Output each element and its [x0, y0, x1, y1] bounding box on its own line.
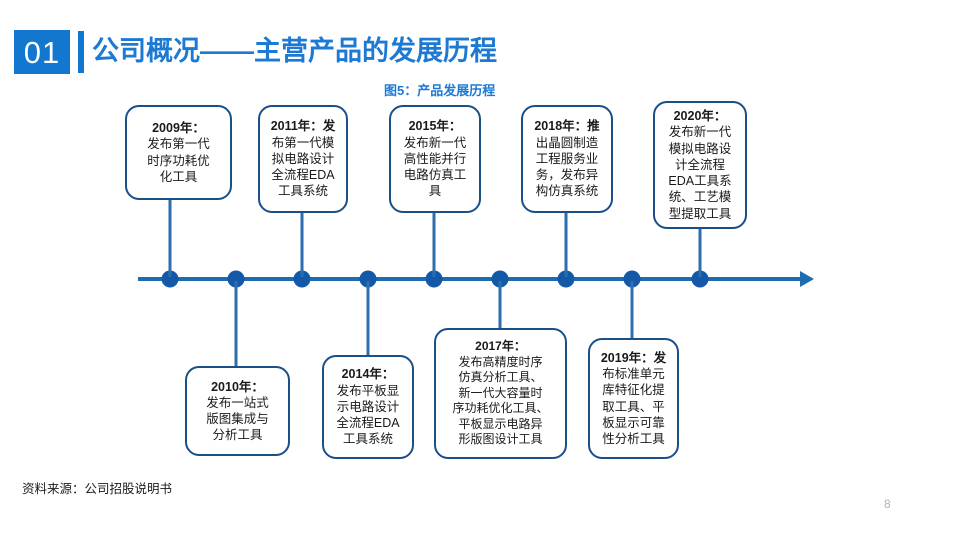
event-box-2018[interactable]: 2018年：推 出晶圆制造 工程服务业 务，发布异 构仿真系统 — [521, 105, 613, 213]
timeline-dot — [557, 270, 575, 288]
connector-2014 — [366, 281, 370, 355]
event-body-2010: 发布一站式 版图集成与 分析工具 — [206, 395, 269, 443]
timeline-dot — [691, 270, 709, 288]
event-body-2020: 发布新一代 模拟电路设 计全流程 EDA工具系 统、工艺模 型提取工具 — [668, 125, 732, 221]
event-body-2015: 发布新一代 高性能并行 电路仿真工 具 — [403, 135, 467, 199]
event-box-2015[interactable]: 2015年： 发布新一代 高性能并行 电路仿真工 具 — [389, 105, 481, 213]
event-year-2020: 2020年： — [673, 109, 727, 124]
timeline-axis — [138, 277, 804, 281]
event-box-2019[interactable]: 2019年：发 布标准单元 库特征化提 取工具、平 板显示可靠 性分析工具 — [588, 338, 679, 459]
event-box-2011[interactable]: 2011年：发 布第一代模 拟电路设计 全流程EDA 工具系统 — [258, 105, 348, 213]
connector-2010 — [234, 281, 238, 366]
event-year-2010: 2010年： — [211, 379, 264, 394]
event-year-2015: 2015年： — [408, 119, 462, 134]
connector-2017 — [498, 281, 502, 328]
event-year-2009: 2009年： — [152, 121, 205, 135]
page-number: 8 — [884, 497, 891, 511]
figure-caption: 图5：产品发展历程 — [384, 83, 496, 98]
timeline-dot — [491, 270, 509, 288]
timeline-dot — [359, 270, 377, 288]
source-note: 资料来源：公司招股说明书 — [22, 482, 173, 496]
timeline-dot — [293, 270, 311, 288]
timeline-dot — [623, 270, 641, 288]
event-box-2010[interactable]: 2010年： 发布一站式 版图集成与 分析工具 — [185, 366, 290, 456]
event-body-2011: 布第一代模 拟电路设计 全流程EDA 工具系统 — [271, 135, 335, 199]
event-body-2009: 发布第一代 时序功耗优 化工具 — [147, 137, 210, 184]
timeline-arrow-icon — [800, 271, 814, 287]
event-body-2019: 布标准单元 库特征化提 取工具、平 板显示可靠 性分析工具 — [602, 367, 665, 446]
event-year-2019: 2019年：发 — [600, 350, 667, 365]
event-year-2018: 2018年：推 — [534, 119, 600, 134]
timeline-dot — [161, 270, 179, 288]
connector-2009 — [168, 199, 172, 277]
timeline-dot — [227, 270, 245, 288]
event-year-2014: 2014年： — [341, 367, 395, 382]
event-body-2017: 发布高精度时序 仿真分析工具、 新一代大容量时 序功耗优化工具、 平板显示电路异… — [452, 354, 549, 447]
page-title: 公司概况——主营产品的发展历程 — [92, 36, 497, 66]
event-box-2009[interactable]: 2009年： 发布第一代 时序功耗优 化工具 — [125, 105, 232, 200]
timeline-dot — [425, 270, 443, 288]
connector-2011 — [300, 212, 304, 277]
connector-2015 — [432, 212, 436, 277]
connector-2018 — [564, 212, 568, 277]
event-year-2011: 2011年：发 — [270, 119, 336, 134]
title-accent-bar — [78, 31, 84, 73]
connector-2019 — [630, 281, 634, 338]
event-body-2018: 出晶圆制造 工程服务业 务，发布异 构仿真系统 — [535, 135, 599, 199]
event-body-2014: 发布平板显 示电路设计 全流程EDA 工具系统 — [336, 383, 400, 447]
event-box-2020[interactable]: 2020年： 发布新一代 模拟电路设 计全流程 EDA工具系 统、工艺模 型提取… — [653, 101, 747, 229]
event-year-2017: 2017年： — [475, 338, 526, 353]
section-number-badge: 01 — [14, 30, 70, 74]
connector-2020 — [698, 228, 702, 277]
event-box-2017[interactable]: 2017年： 发布高精度时序 仿真分析工具、 新一代大容量时 序功耗优化工具、 … — [434, 328, 567, 459]
event-box-2014[interactable]: 2014年： 发布平板显 示电路设计 全流程EDA 工具系统 — [322, 355, 414, 459]
